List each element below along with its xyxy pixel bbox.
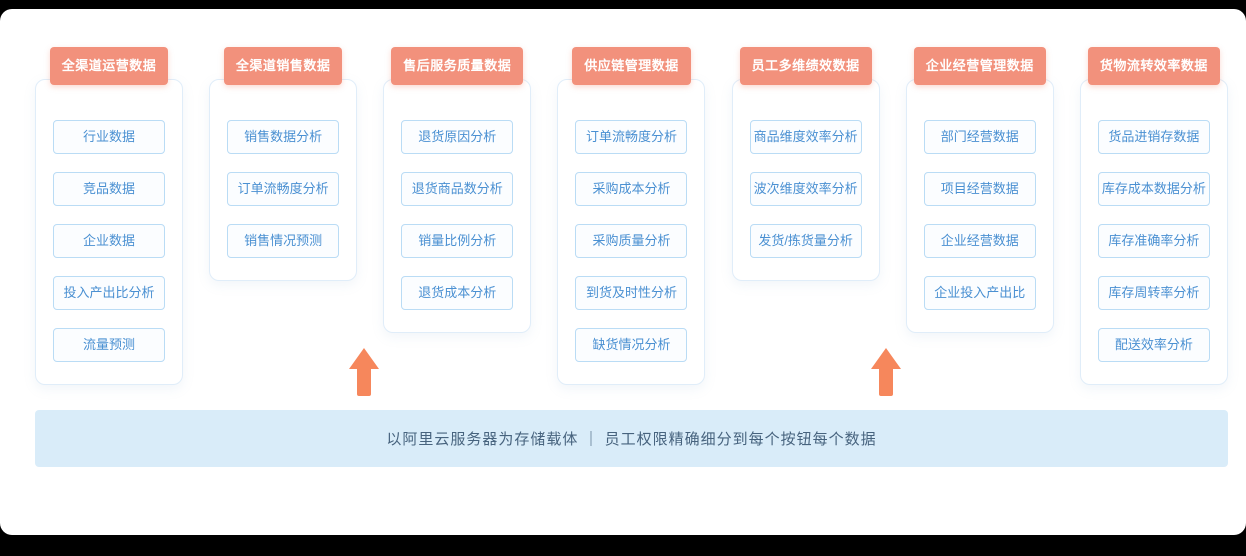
data-item: 到货及时性分析: [575, 276, 688, 310]
column-header-tag: 售后服务质量数据: [391, 47, 524, 85]
data-item: 流量预测: [53, 328, 165, 362]
data-item: 销售情况预测: [227, 224, 340, 258]
column-card: 销售数据分析 订单流畅度分析 销售情况预测: [209, 79, 358, 281]
data-item: 投入产出比分析: [53, 276, 165, 310]
data-item: 部门经营数据: [923, 120, 1036, 154]
column-employee-performance-data: 员工多维绩效数据 商品维度效率分析 波次维度效率分析 发货/拣货量分析: [731, 47, 880, 281]
column-card: 订单流畅度分析 采购成本分析 采购质量分析 到货及时性分析 缺货情况分析: [557, 79, 706, 385]
banner-text: 以阿里云服务器为存储载体 ｜ 员工权限精确细分到每个按钮每个数据: [386, 431, 877, 448]
data-item: 配送效率分析: [1097, 328, 1210, 362]
column-header-tag: 全渠道运营数据: [49, 47, 169, 85]
data-item: 库存成本数据分析: [1097, 172, 1210, 206]
column-header-tag: 员工多维绩效数据: [739, 47, 872, 85]
data-item: 货品进销存数据: [1097, 120, 1210, 154]
data-item: 库存周转率分析: [1097, 276, 1210, 310]
bottom-banner: 以阿里云服务器为存储载体 ｜ 员工权限精确细分到每个按钮每个数据: [35, 410, 1228, 467]
data-item: 竞品数据: [53, 172, 165, 206]
column-header-tag: 货物流转效率数据: [1087, 47, 1220, 85]
data-item: 波次维度效率分析: [749, 172, 862, 206]
column-header-tag: 全渠道销售数据: [223, 47, 343, 85]
data-item: 订单流畅度分析: [227, 172, 340, 206]
column-card: 货品进销存数据 库存成本数据分析 库存准确率分析 库存周转率分析 配送效率分析: [1079, 79, 1228, 385]
data-item: 销售数据分析: [227, 120, 340, 154]
column-card: 行业数据 竞品数据 企业数据 投入产出比分析 流量预测: [35, 79, 183, 385]
column-card: 商品维度效率分析 波次维度效率分析 发货/拣货量分析: [731, 79, 880, 281]
column-header-tag: 供应链管理数据: [572, 47, 691, 85]
data-item: 企业数据: [53, 224, 165, 258]
data-item: 销量比例分析: [401, 224, 514, 258]
data-item: 采购质量分析: [575, 224, 688, 258]
up-arrow-icon: [871, 348, 901, 396]
data-item: 退货原因分析: [401, 120, 514, 154]
data-item: 企业经营数据: [923, 224, 1036, 258]
data-item: 订单流畅度分析: [575, 120, 688, 154]
diagram-canvas: 全渠道运营数据 行业数据 竞品数据 企业数据 投入产出比分析 流量预测 全渠道销…: [0, 9, 1246, 535]
up-arrow-icon: [349, 348, 379, 396]
column-card: 部门经营数据 项目经营数据 企业经营数据 企业投入产出比: [905, 79, 1054, 333]
column-logistics-turnover-efficiency-data: 货物流转效率数据 货品进销存数据 库存成本数据分析 库存准确率分析 库存周转率分…: [1079, 47, 1228, 385]
data-item: 项目经营数据: [923, 172, 1036, 206]
column-omnichannel-sales-data: 全渠道销售数据 销售数据分析 订单流畅度分析 销售情况预测: [209, 47, 358, 281]
data-item: 行业数据: [53, 120, 165, 154]
data-item: 企业投入产出比: [923, 276, 1036, 310]
column-omnichannel-operations-data: 全渠道运营数据 行业数据 竞品数据 企业数据 投入产出比分析 流量预测: [35, 47, 183, 385]
data-item: 商品维度效率分析: [749, 120, 862, 154]
column-aftersales-service-quality-data: 售后服务质量数据 退货原因分析 退货商品数分析 销量比例分析 退货成本分析: [383, 47, 532, 333]
data-columns-row: 全渠道运营数据 行业数据 竞品数据 企业数据 投入产出比分析 流量预测 全渠道销…: [35, 47, 1228, 385]
data-item: 退货商品数分析: [401, 172, 514, 206]
column-card: 退货原因分析 退货商品数分析 销量比例分析 退货成本分析: [383, 79, 532, 333]
data-item: 发货/拣货量分析: [749, 224, 862, 258]
column-header-tag: 企业经营管理数据: [913, 47, 1046, 85]
data-item: 库存准确率分析: [1097, 224, 1210, 258]
column-enterprise-management-data: 企业经营管理数据 部门经营数据 项目经营数据 企业经营数据 企业投入产出比: [905, 47, 1054, 333]
data-item: 采购成本分析: [575, 172, 688, 206]
data-item: 缺货情况分析: [575, 328, 688, 362]
column-supply-chain-management-data: 供应链管理数据 订单流畅度分析 采购成本分析 采购质量分析 到货及时性分析 缺货…: [557, 47, 706, 385]
data-item: 退货成本分析: [401, 276, 514, 310]
